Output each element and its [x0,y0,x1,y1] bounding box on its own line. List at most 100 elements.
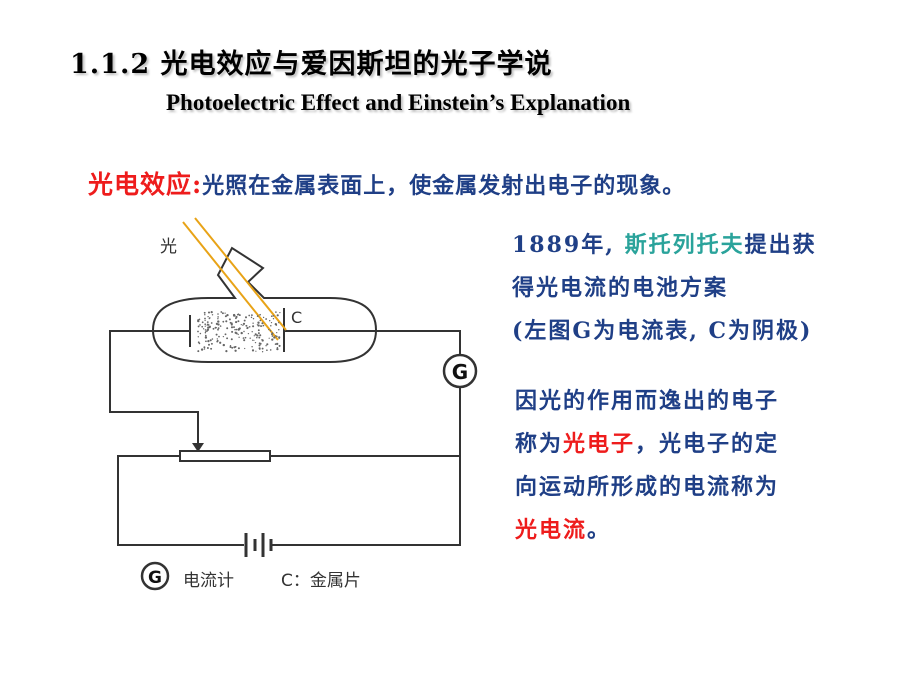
electron-dot [204,323,207,326]
definition-line: 光电效应:光照在金属表面上，使金属发射出电子的现象。 [88,165,685,201]
electron-dot [261,339,264,342]
electron-dot [256,336,258,339]
electron-dot [197,330,199,333]
electron-dot [207,339,210,343]
electron-dot [204,313,206,316]
electron-dot [257,332,260,335]
electron-dot [270,315,273,318]
electron-dot [269,320,271,322]
electron-dot [212,327,215,330]
electron-dot [278,336,281,339]
photoelectron-line-1: 因光的作用而逸出的电子 [515,388,780,414]
photocurrent-term: 光电流 [515,517,588,543]
electron-dot [233,346,236,349]
electron-dot [255,350,257,352]
electron-dot [249,337,251,339]
electron-dot [204,325,206,327]
electron-dot [240,323,242,326]
electron-dot [231,330,234,333]
history-text-1: 提出获 [744,232,817,258]
electron-dot [261,351,264,353]
electron-dot [198,318,201,321]
electron-dot [258,344,261,347]
electron-dot [203,311,206,314]
wire-cathode-right [284,330,461,355]
electron-dot [232,313,236,317]
electron-dot [220,311,223,313]
electron-dot [256,334,259,337]
electron-cloud [197,311,281,353]
electron-dot [198,342,201,345]
electron-dot [244,347,246,350]
electron-dot [247,332,250,335]
electron-dot [210,311,213,314]
electron-dot [204,331,207,333]
history-line-2: 得光电流的电池方案 [512,275,729,301]
electron-dot [276,342,279,346]
electron-dot [230,323,233,326]
electron-dot [217,323,220,326]
electron-dot [235,317,237,320]
photoelectron-line-2: 称为光电子，光电子的定 [515,423,855,466]
electron-dot [211,338,214,340]
electron-dot [269,330,272,332]
electron-dot [204,317,206,320]
electron-dot [276,335,278,338]
photoelectron-line4-end: 。 [587,517,612,543]
electron-dot [226,337,229,340]
electron-dot [226,327,229,330]
electron-dot [240,331,243,335]
definition-term: 光电效应 [88,170,193,199]
electron-dot [197,325,200,328]
electron-dot [204,329,207,331]
electron-dot [217,328,219,331]
electron-dot [250,316,253,319]
electron-dot [224,333,227,336]
electron-dot [259,325,262,327]
electron-dot [229,344,232,347]
electron-dot [252,317,255,320]
electron-dot [210,322,213,324]
electron-dot [259,319,262,322]
electron-dot [274,322,277,326]
electron-dot [275,335,277,337]
electron-dot [199,332,202,335]
electron-dot [238,336,240,338]
electron-dot [204,332,207,334]
electron-dot [238,327,241,330]
electron-dot [270,333,273,336]
electron-dot [233,326,235,329]
electron-dot [217,313,219,315]
electron-dot [234,349,237,352]
slider-arrow [192,443,204,452]
electron-dot [209,339,212,342]
electron-dot [258,347,261,350]
electron-dot [204,319,206,322]
electron-dot [268,328,270,331]
history-line-1: 1889年, 斯托列托夫提出获 [512,224,872,267]
electron-dot [247,326,249,329]
electron-dot [207,315,209,318]
electron-dot [215,326,217,329]
electron-dot [265,345,267,347]
electron-dot [215,323,218,325]
wire-left-loop [117,455,244,546]
electron-dot [245,324,248,327]
electron-dot [205,340,207,343]
electron-dot [271,335,274,337]
electron-dot [222,335,225,338]
history-paragraph: 1889年, 斯托列托夫提出获 得光电流的电池方案 (左图G为电流表, C为阴极… [512,224,872,353]
electron-dot [237,347,240,350]
electron-dot [209,317,211,319]
light-ray-1 [182,221,279,341]
electron-dot [276,331,278,334]
scientist-name: 斯托列托夫 [624,232,745,258]
electron-dot [215,333,218,336]
electron-dot [206,347,209,349]
legend-cathode-text: C：金属片 [281,571,361,591]
electron-dot [273,336,276,339]
photoelectron-paragraph: 因光的作用而逸出的电子 称为光电子，光电子的定 向运动所形成的电流称为 光电流。 [515,380,855,552]
electron-dot [224,312,226,314]
electron-dot [219,325,222,327]
electron-dot [242,337,245,339]
